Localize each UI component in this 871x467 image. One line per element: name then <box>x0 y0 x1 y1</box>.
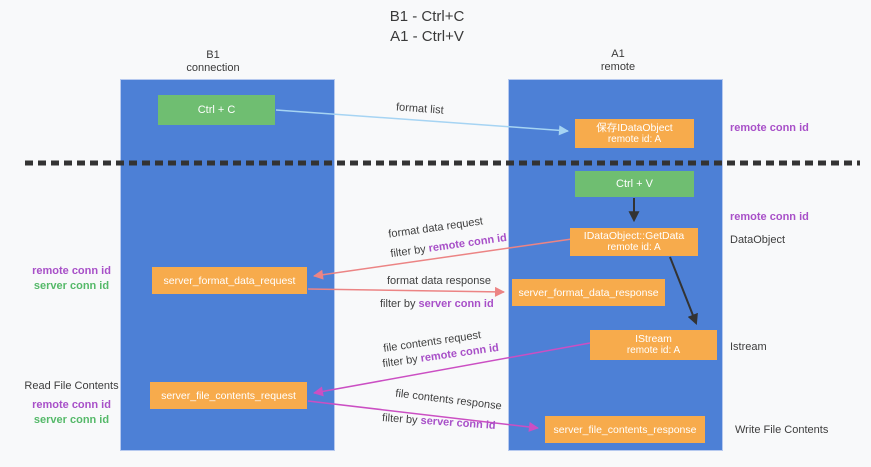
annotation-read-file-contents: Read File Contents <box>24 379 119 394</box>
annotation-dataobject: DataObject <box>730 234 786 246</box>
lane-b1-name: B1 <box>206 49 220 61</box>
annotation-conn-ids-left-1: remote conn id server conn id <box>24 264 119 294</box>
server-file-contents-response-label: server_file_contents_response <box>553 423 697 436</box>
annotation-istream: Istream <box>730 341 767 353</box>
node-server-format-data-response: server_format_data_response <box>512 279 665 306</box>
lane-a1-subtitle: remote <box>600 61 636 73</box>
arrow-format-data-response <box>307 286 505 297</box>
lane-header-a1: A1 remote <box>558 48 678 74</box>
arrow-format-data-request <box>313 238 573 280</box>
annotation-remote-conn-id-left-2: remote conn id <box>32 399 111 411</box>
node-server-format-data-request: server_format_data_request <box>152 267 307 294</box>
edge-label-format-data-response: format data response <box>387 275 491 287</box>
lane-header-b1: B1 connection <box>153 49 273 75</box>
server-format-data-response-label: server_format_data_response <box>518 286 659 299</box>
title-line-1: B1 - Ctrl+C <box>389 8 465 25</box>
annotation-remote-conn-id-left-1: remote conn id <box>32 265 111 277</box>
getdata-line1: IDataObject::GetData <box>583 230 685 242</box>
lane-b1-subtitle: connection <box>186 62 240 74</box>
save-dataobject-line2: remote id: A <box>607 133 662 145</box>
title-line-2: A1 - Ctrl+V <box>390 28 464 45</box>
node-istream: IStream remote id: A <box>590 330 717 360</box>
arrow-file-contents-response <box>307 400 539 432</box>
istream-line1: IStream <box>635 333 672 345</box>
edge-label-format-data-response-filter: filter by server conn id <box>380 298 494 310</box>
node-save-dataobject: 保存IDataObject remote id: A <box>575 119 694 148</box>
istream-line2: remote id: A <box>626 345 681 356</box>
server-file-contents-request-label: server_file_contents_request <box>161 389 296 402</box>
annotation-remote-conn-id-mid-right: remote conn id <box>730 211 809 223</box>
node-ctrl-c: Ctrl + C <box>158 95 275 125</box>
server-format-data-request-label: server_format_data_request <box>163 274 296 287</box>
node-idataobject-getdata: IDataObject::GetData remote id: A <box>570 228 698 256</box>
getdata-line2: remote id: A <box>607 242 661 253</box>
arrow-file-contents-request <box>313 342 591 397</box>
annotation-write-file-contents: Write File Contents <box>735 424 829 436</box>
annotation-remote-conn-id-top-right: remote conn id <box>730 122 809 134</box>
node-ctrl-v: Ctrl + V <box>575 171 694 197</box>
filter-by-text: filter by <box>380 298 419 310</box>
annotation-server-conn-id-left-1: server conn id <box>33 280 110 292</box>
ctrl-v-label: Ctrl + V <box>616 178 653 190</box>
node-server-file-contents-response: server_file_contents_response <box>545 416 705 443</box>
server-conn-id-text: server conn id <box>418 298 494 310</box>
annotation-conn-ids-left-2: remote conn id server conn id <box>24 398 119 428</box>
node-server-file-contents-request: server_file_contents_request <box>150 382 307 409</box>
diagram-title: B1 - Ctrl+C A1 - Ctrl+V <box>327 7 527 47</box>
arrow-format-list <box>275 109 569 136</box>
lane-a1-name: A1 <box>611 48 625 60</box>
ctrl-c-label: Ctrl + C <box>197 104 236 116</box>
arrow-getdata-to-istream <box>669 256 698 326</box>
save-dataobject-line1: 保存IDataObject <box>596 121 673 134</box>
annotation-server-conn-id-left-2: server conn id <box>33 414 110 426</box>
read-file-contents-text: Read File Contents <box>24 380 119 392</box>
